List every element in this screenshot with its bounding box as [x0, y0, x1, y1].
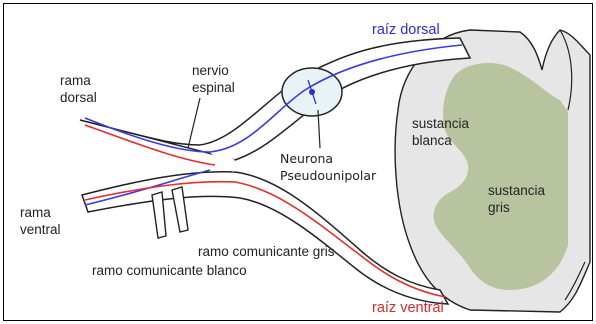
label-nervio-2: espinal — [192, 79, 235, 96]
label-sustancia-blanca-1: sustancia — [412, 115, 469, 132]
label-rama-dorsal-2: dorsal — [60, 89, 97, 106]
label-neurona-2: Pseudounipolar — [280, 167, 376, 184]
leader-nervio — [188, 98, 200, 148]
label-ramo-gris: ramo comunicante gris — [198, 243, 335, 260]
label-ramo-blanco: ramo comunicante blanco — [92, 262, 247, 279]
label-neurona-1: Neurona — [280, 150, 333, 167]
label-sustancia-blanca-2: blanca — [412, 132, 452, 149]
label-nervio-1: nervio — [192, 62, 229, 79]
label-rama-dorsal-1: rama — [60, 72, 91, 89]
label-raiz-ventral: raíz ventral — [372, 300, 444, 317]
label-sustancia-gris-2: gris — [488, 199, 510, 216]
label-sustancia-gris-1: sustancia — [488, 182, 545, 199]
label-rama-ventral-1: rama — [20, 204, 51, 221]
label-rama-ventral-2: ventral — [20, 221, 61, 238]
label-raiz-dorsal: raíz dorsal — [372, 22, 440, 39]
